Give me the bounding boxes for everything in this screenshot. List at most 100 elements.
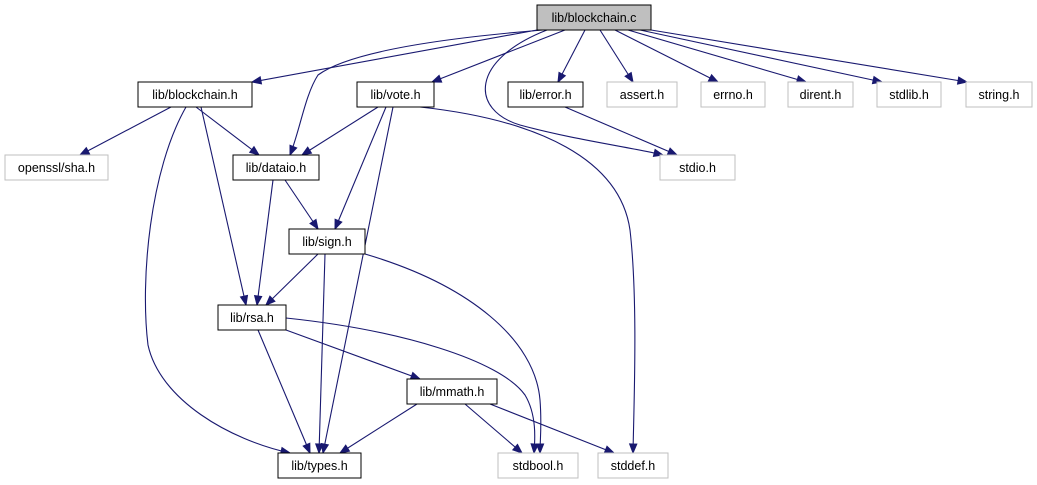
node-label: stdlib.h — [889, 88, 929, 102]
edge-line — [285, 329, 421, 380]
edge-line — [79, 106, 172, 156]
node-box — [217, 304, 287, 331]
node-stdio-h: stdio.h — [659, 154, 736, 181]
node-box — [876, 81, 942, 108]
node-label: lib/vote.h — [370, 88, 420, 102]
node-label: string.h — [979, 88, 1020, 102]
node-box — [659, 154, 736, 181]
arrowhead — [300, 146, 313, 156]
node-label: lib/rsa.h — [230, 311, 274, 325]
node-label: lib/mmath.h — [420, 385, 485, 399]
edge-line — [144, 106, 291, 454]
edge-line — [195, 106, 260, 156]
node-stdbool-h: stdbool.h — [497, 452, 579, 479]
node-label: stdbool.h — [513, 459, 564, 473]
node-box — [536, 4, 652, 31]
edge-line — [650, 29, 968, 83]
node-sign-h[interactable]: lib/sign.h — [288, 228, 366, 255]
arrowhead — [338, 444, 351, 454]
edge-line — [251, 29, 538, 83]
node-blockchain-c[interactable]: lib/blockchain.c — [536, 4, 652, 31]
node-dataio-h[interactable]: lib/dataio.h — [232, 154, 320, 181]
edge-sign-h-to-rsa-h — [265, 253, 319, 306]
node-mmath-h[interactable]: lib/mmath.h — [406, 378, 498, 405]
arrowhead — [248, 145, 261, 156]
edge-layer — [78, 29, 969, 456]
edge-blockchain-c-to-string-h — [650, 29, 969, 85]
node-openssl-sha-h: openssl/sha.h — [4, 154, 109, 181]
edge-line — [257, 329, 311, 454]
edge-blockchain-c-to-assert-h — [599, 29, 634, 84]
edge-line — [284, 179, 319, 230]
arrowhead — [628, 443, 638, 455]
node-box — [288, 228, 366, 255]
node-box — [277, 452, 362, 479]
arrowhead — [302, 442, 311, 455]
edge-mmath-h-to-stdbool-h — [464, 403, 524, 454]
arrowhead — [511, 443, 524, 454]
node-label: lib/blockchain.h — [152, 88, 238, 102]
node-stddef-h: stddef.h — [597, 452, 669, 479]
node-box — [700, 81, 766, 108]
edge-line — [464, 403, 523, 454]
edge-line — [489, 403, 615, 454]
edge-blockchain-h-to-rsa-h — [200, 106, 249, 307]
edge-rsa-h-to-stdbool-h — [285, 317, 540, 455]
arrowhead — [314, 443, 324, 455]
edge-vote-h-to-stddef-h — [419, 106, 638, 455]
node-types-h[interactable]: lib/types.h — [277, 452, 362, 479]
edge-line — [289, 29, 544, 156]
edge-line — [431, 29, 566, 83]
node-dirent-h: dirent.h — [787, 81, 854, 108]
node-box — [787, 81, 854, 108]
arrowhead — [666, 147, 679, 156]
node-box — [137, 81, 253, 108]
node-box — [406, 378, 498, 405]
arrowhead — [535, 443, 545, 455]
edge-line — [318, 253, 326, 454]
node-box — [606, 81, 678, 108]
edge-line — [364, 253, 542, 454]
node-rsa-h[interactable]: lib/rsa.h — [217, 304, 287, 331]
edge-line — [557, 29, 586, 83]
arrowhead — [334, 218, 343, 231]
node-error-h[interactable]: lib/error.h — [507, 81, 584, 108]
edge-line — [256, 179, 274, 306]
edge-vote-h-to-sign-h — [334, 106, 387, 231]
edge-line — [265, 253, 319, 306]
arrowhead — [239, 294, 249, 307]
edge-mmath-h-to-stddef-h — [489, 403, 616, 454]
node-box — [497, 452, 579, 479]
edge-line — [339, 403, 418, 454]
edge-blockchain-c-to-error-h — [557, 29, 586, 84]
edge-blockchain-c-to-stdlib-h — [639, 29, 884, 85]
edge-line — [419, 106, 636, 454]
node-box — [965, 81, 1033, 108]
edge-dataio-h-to-sign-h — [284, 179, 319, 231]
edge-line — [322, 106, 394, 454]
node-label: assert.h — [620, 88, 665, 102]
node-label: stdio.h — [679, 161, 716, 175]
node-vote-h[interactable]: lib/vote.h — [356, 81, 435, 108]
node-string-h: string.h — [965, 81, 1033, 108]
node-label: lib/error.h — [519, 88, 571, 102]
arrowhead — [430, 74, 443, 83]
edge-blockchain-h-to-openssl-sha-h — [78, 106, 172, 156]
node-blockchain-h[interactable]: lib/blockchain.h — [137, 81, 253, 108]
edge-dataio-h-to-rsa-h — [253, 179, 274, 307]
arrowhead — [78, 146, 91, 156]
node-assert-h: assert.h — [606, 81, 678, 108]
arrowhead — [557, 71, 567, 84]
arrowhead — [265, 295, 276, 306]
arrowhead — [530, 443, 540, 455]
node-label: lib/types.h — [291, 459, 347, 473]
arrowhead — [250, 75, 263, 85]
edge-blockchain-c-to-blockchain-h — [250, 29, 538, 85]
node-label: lib/dataio.h — [246, 161, 307, 175]
node-errno-h: errno.h — [700, 81, 766, 108]
arrowhead — [409, 371, 422, 380]
edge-line — [564, 106, 678, 156]
arrowhead — [603, 445, 616, 454]
arrowhead — [320, 442, 330, 455]
